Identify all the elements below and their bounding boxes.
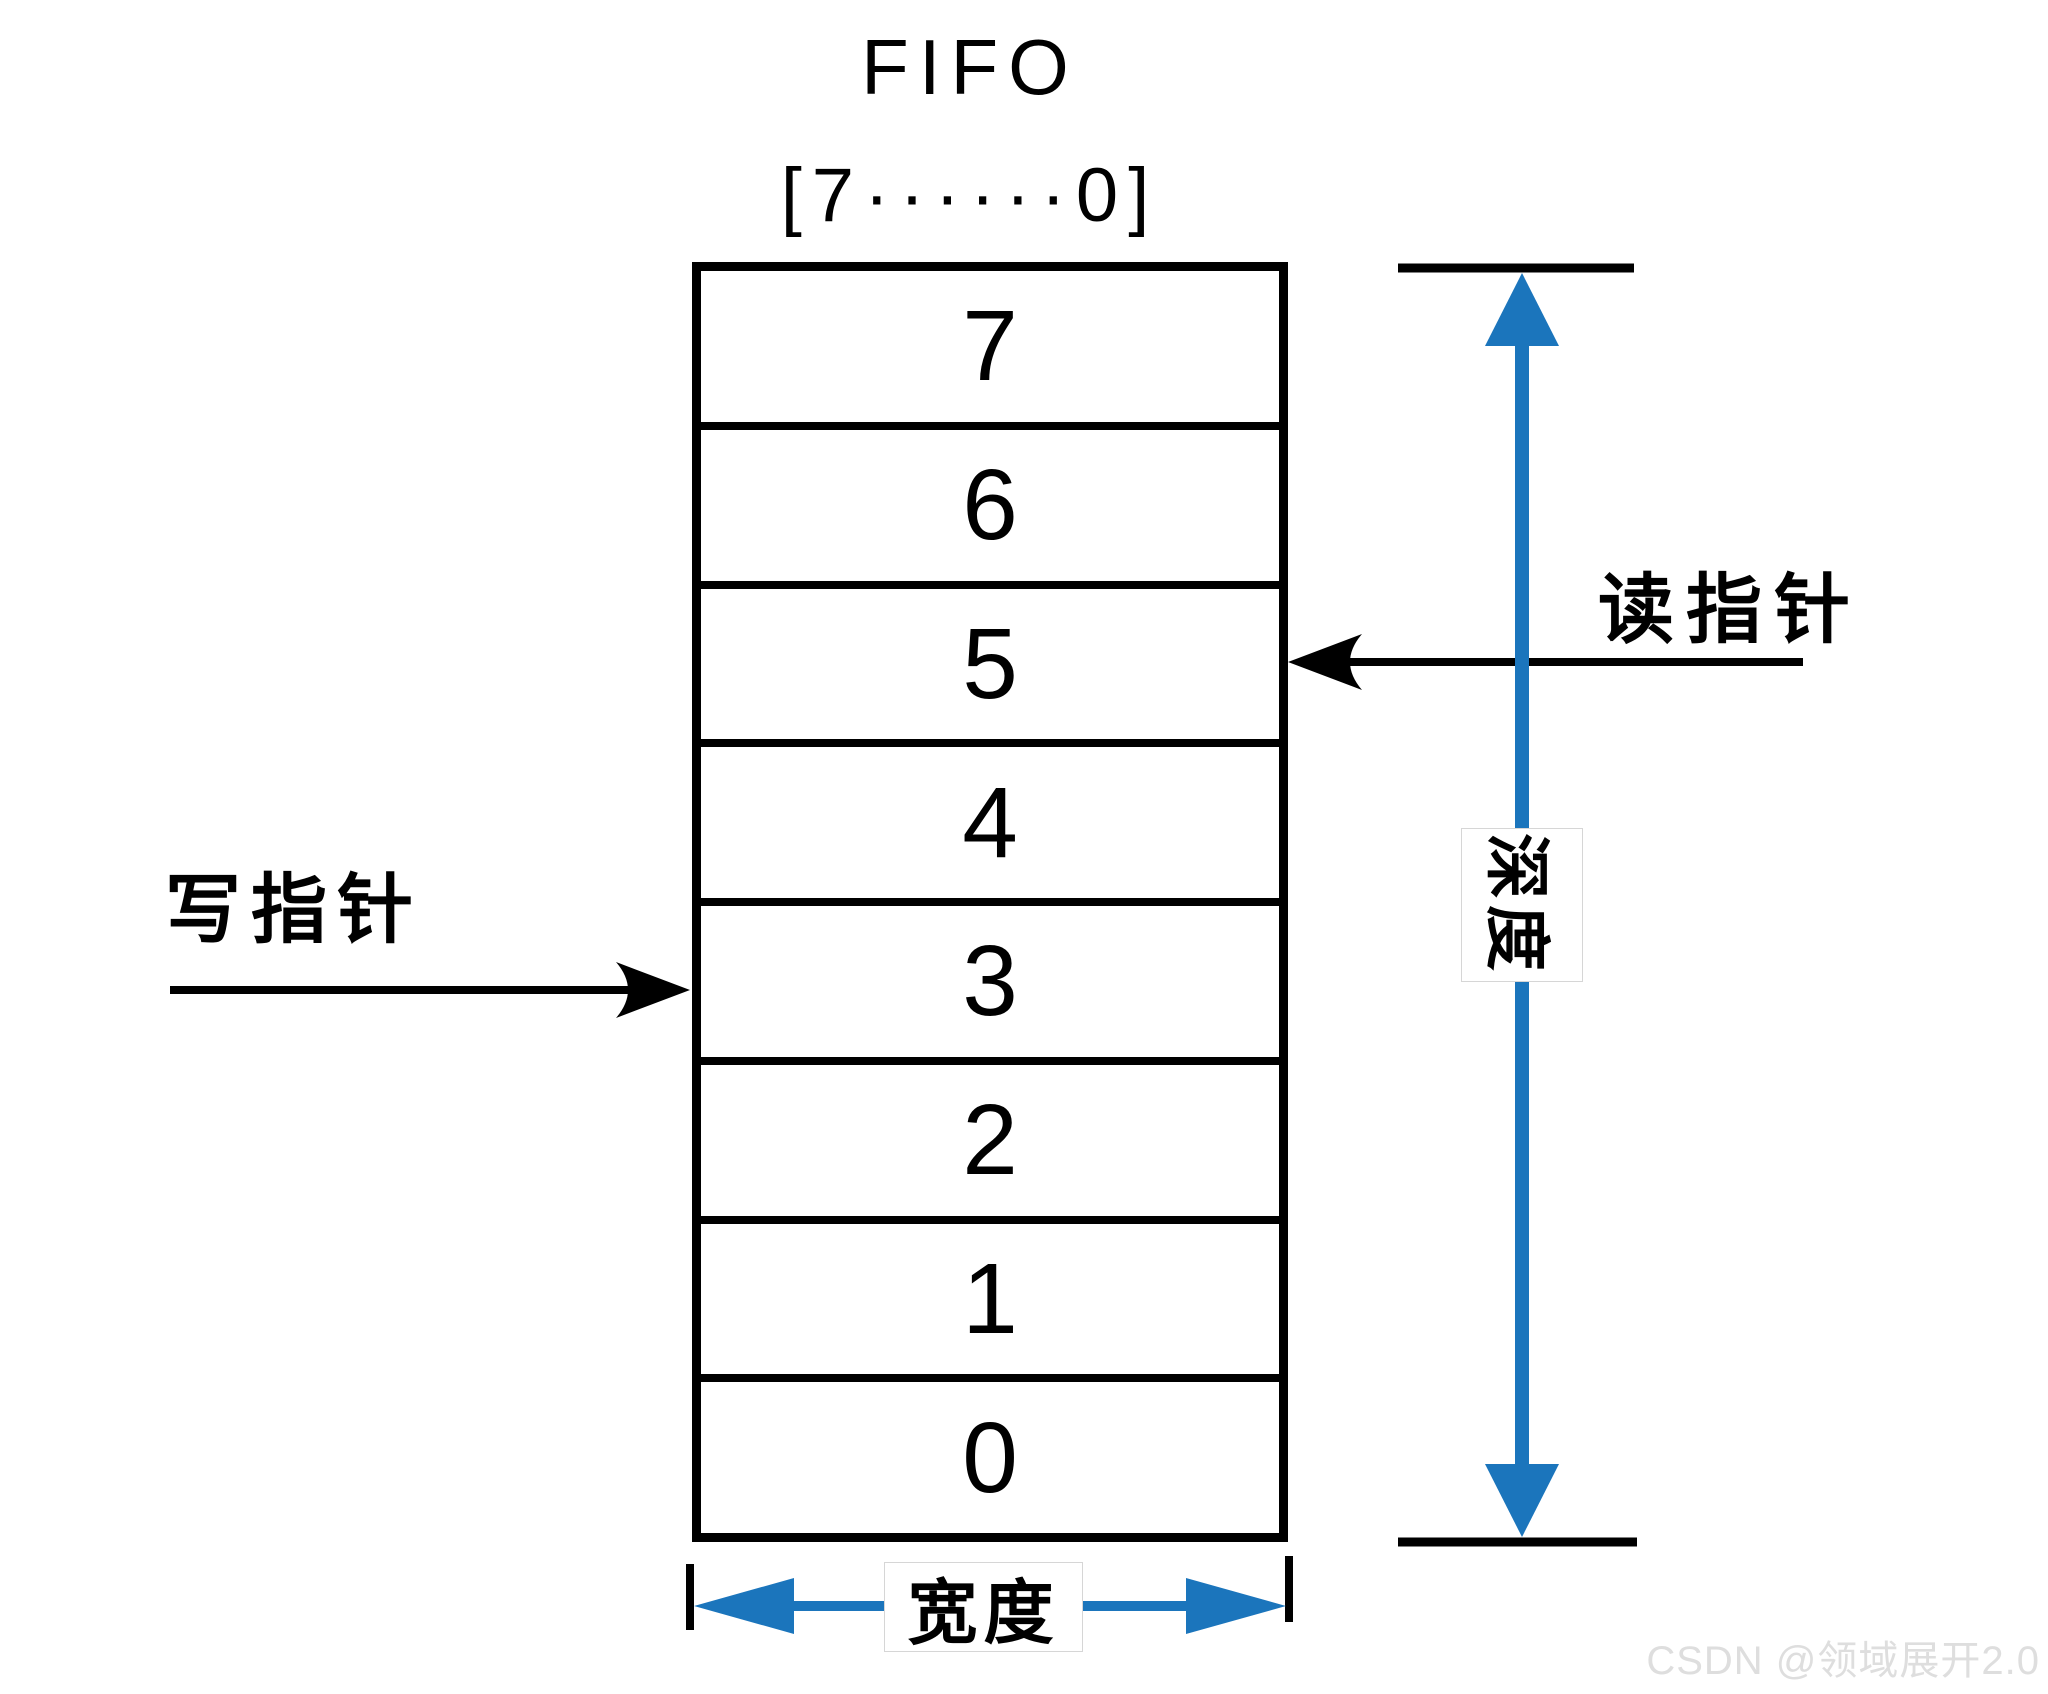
fifo-table: 7 6 5 4 3 2 1 0 (692, 262, 1288, 1542)
read-pointer-label: 读指针 (1598, 569, 1862, 653)
fifo-cell-6: 6 (701, 430, 1279, 589)
bit-range-label: [7······0] (780, 153, 1160, 238)
width-label: 宽度 (907, 1575, 1060, 1653)
fifo-cell-label: 1 (962, 1242, 1018, 1355)
page-title: FIFO (861, 23, 1079, 111)
width-ticks (686, 1556, 1293, 1630)
fifo-cell-3: 3 (701, 906, 1279, 1065)
write-pointer-label: 写指针 (165, 869, 423, 953)
depth-label: 深度 (1479, 833, 1552, 977)
fifo-cell-label: 6 (962, 449, 1018, 562)
write-pointer-arrow (170, 962, 690, 1018)
fifo-cell-2: 2 (701, 1065, 1279, 1224)
fifo-cell-0: 0 (701, 1382, 1279, 1533)
fifo-cell-label: 7 (962, 290, 1018, 403)
width-arrow (694, 1578, 1286, 1634)
fifo-cell-label: 5 (962, 607, 1018, 720)
fifo-cell-label: 2 (962, 1084, 1018, 1197)
fifo-cell-7: 7 (701, 271, 1279, 430)
depth-label-box: 深度 (1461, 828, 1583, 982)
read-pointer-arrow (1288, 634, 1803, 690)
fifo-cell-4: 4 (701, 747, 1279, 906)
fifo-cell-1: 1 (701, 1224, 1279, 1383)
width-label-box: 宽度 (884, 1562, 1083, 1653)
fifo-cell-label: 4 (962, 766, 1018, 879)
watermark: CSDN @领域展开2.0 (1646, 1639, 2040, 1683)
fifo-cell-5: 5 (701, 589, 1279, 748)
depth-extent-lines (1398, 263, 1637, 1547)
fifo-cell-label: 3 (962, 925, 1018, 1038)
fifo-cell-label: 0 (962, 1401, 1018, 1514)
